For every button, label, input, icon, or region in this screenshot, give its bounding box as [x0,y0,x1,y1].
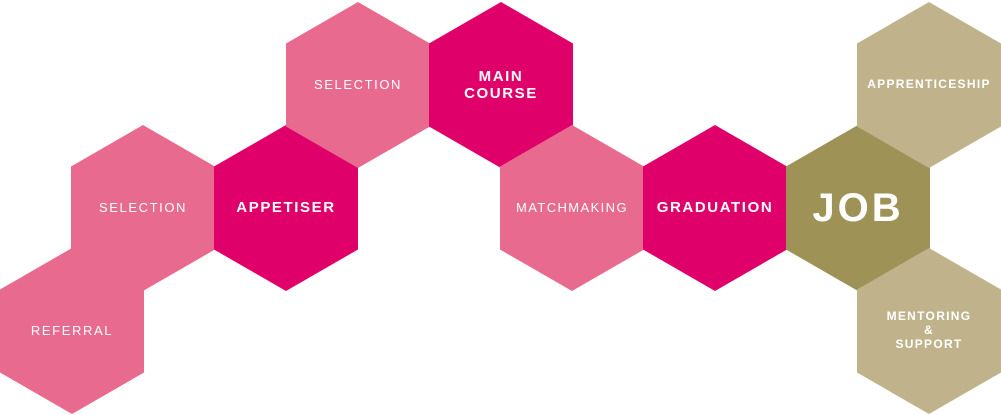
hex-label-matchmaking: MATCHMAKING [516,199,628,215]
hex-label-job: JOB [812,186,904,230]
hex-apprenticeship: APPRENTICESHIP [857,2,1001,168]
hex-label-mentoring-support: MENTORING & SUPPORT [886,309,972,351]
hex-label-main-course: MAIN COURSE [464,67,538,102]
hex-label-referral: REFERRAL [30,322,114,338]
hex-label-appetiser: APPETISER [236,199,336,217]
hex-label-graduation: GRADUATION [656,199,774,217]
hex-label-selection-upper: SELECTION [313,76,403,92]
hex-label-apprenticeship: APPRENTICESHIP [867,77,991,92]
hex-selection-upper: SELECTION [286,2,430,168]
hex-label-selection-lower: SELECTION [98,199,188,215]
hex-graduation: GRADUATION [643,125,787,291]
